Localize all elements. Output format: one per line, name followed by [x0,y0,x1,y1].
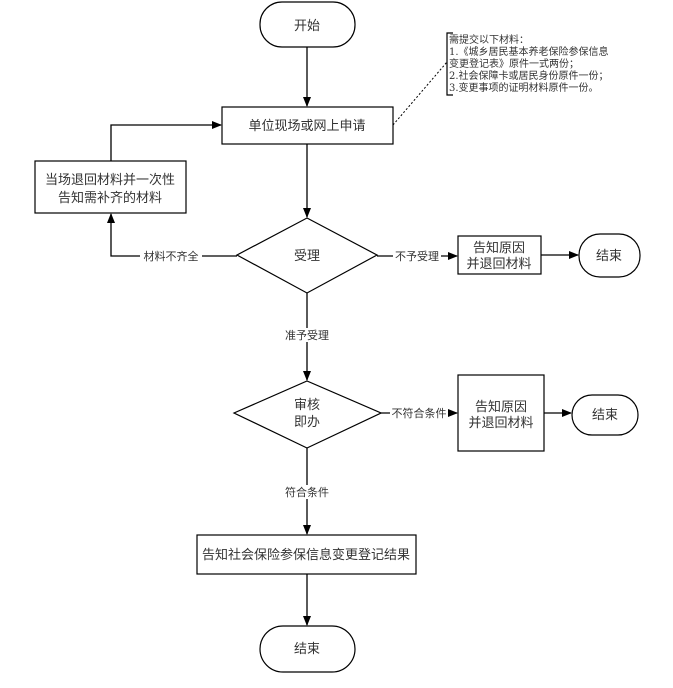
node-reject2-line-0: 告知原因 [475,399,527,415]
annotation-connector [392,61,448,126]
node-end3-label: 结束 [294,642,320,657]
node-reject1: 告知原因 并退回材料 [457,235,542,275]
node-notify: 告知社会保险参保信息变更登记结果 [196,534,417,575]
node-reject1-line-0: 告知原因 [473,240,525,256]
node-review-line-0: 审核 [294,398,320,413]
annotation-line-3: 2.社会保障卡或居民身份原件一份； [449,69,609,82]
node-reject2: 告知原因 并退回材料 [457,374,545,452]
node-reject2-line-1: 并退回材料 [468,416,533,431]
node-notify-label: 告知社会保险参保信息变更登记结果 [202,547,410,563]
node-return-materials: 当场退回材料并一次性 告知需补齐的材料 [34,160,187,214]
node-end1: 结束 [578,233,641,278]
annotation-line-2: 变更登记表》原件一式两份； [449,57,579,70]
annotation-bracket [446,32,453,96]
node-review-line-1: 即办 [294,415,320,430]
edge-label-not-eligible: 不符合条件 [392,406,447,420]
annotation-line-1: 1.《城乡居民基本养老保险参保信息 [449,45,609,58]
edge-label-bg [393,249,441,263]
annotation-line-0: 需提交以下材料： [449,33,529,46]
node-apply: 单位现场或网上申请 [221,106,394,145]
node-apply-label: 单位现场或网上申请 [248,119,365,134]
edge-label-bg [140,249,202,263]
node-return-materials-line-1: 告知需补齐的材料 [58,190,162,206]
edge-return-apply [110,121,222,161]
node-review: 审核 即办 [232,380,383,449]
edge-label-not-accepted: 不予受理 [395,250,439,263]
edge-label-bg [390,406,448,420]
node-accept-label: 受理 [294,249,320,264]
edge-label-eligible: 符合条件 [285,485,329,499]
edge-label-accepted: 准予受理 [285,329,329,342]
node-end2: 结束 [571,394,639,436]
node-return-materials-line-0: 当场退回材料并一次性 [45,172,175,188]
annotation: 需提交以下材料： 1.《城乡居民基本养老保险参保信息 变更登记表》原件一式两份；… [392,32,609,126]
edge-label-incomplete: 材料不齐全 [144,249,199,263]
edge-label-bg [280,485,334,499]
node-accept: 受理 [235,217,379,294]
edge-label-bg [280,328,334,342]
annotation-line-4: 3.变更事项的证明材料原件一份。 [449,81,599,94]
node-start: 开始 [259,1,356,48]
node-start-label: 开始 [294,19,320,34]
node-reject1-line-1: 并退回材料 [466,257,531,272]
node-end1-label: 结束 [596,249,622,264]
node-end2-label: 结束 [592,408,618,423]
node-end3: 结束 [259,625,356,673]
